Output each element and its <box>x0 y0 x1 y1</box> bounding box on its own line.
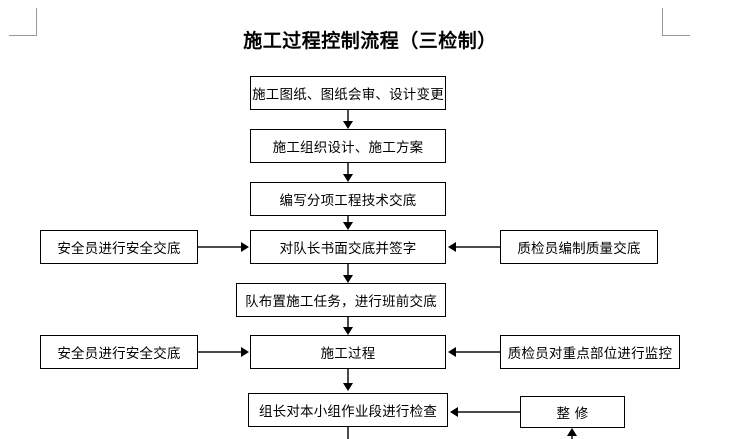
arrow-down-icon <box>343 174 353 182</box>
connector-rework-to-group-inspect <box>458 411 520 413</box>
flow-box-quality-brief[interactable]: 质检员编制质量交底 <box>500 230 658 264</box>
flow-box-group-inspect[interactable]: 组长对本小组作业段进行检查 <box>248 393 448 427</box>
arrow-down-icon <box>343 222 353 230</box>
flow-box-task-assign[interactable]: 队布置施工任务，进行班前交底 <box>236 283 446 317</box>
crop-mark-vertical-rule <box>662 8 663 36</box>
flow-box-safety-brief-1[interactable]: 安全员进行安全交底 <box>40 230 198 264</box>
flow-box-leader-sign[interactable]: 对队长书面交底并签字 <box>250 230 446 264</box>
arrow-left-icon <box>450 407 458 417</box>
crop-mark-top-left <box>9 8 43 36</box>
flow-box-safety-brief-2[interactable]: 安全员进行安全交底 <box>40 335 198 369</box>
connector-task-assign-to-construction <box>347 317 349 329</box>
arrow-up-icon <box>567 428 577 436</box>
connector-quality-monitor-to-construction <box>455 351 500 353</box>
arrow-right-icon <box>241 242 249 252</box>
crop-mark-horizontal-rule <box>662 35 690 36</box>
arrow-down-icon <box>343 327 353 335</box>
connector-quality-brief-to-leader-sign <box>455 246 500 248</box>
flow-box-quality-monitor[interactable]: 质检员对重点部位进行监控 <box>500 335 680 369</box>
crop-mark-vertical-rule <box>36 8 37 36</box>
flow-box-org-design[interactable]: 施工组织设计、施工方案 <box>250 129 446 163</box>
arrow-down-icon <box>343 383 353 391</box>
connector-group-inspect-downward <box>347 427 349 439</box>
flow-box-drawings[interactable]: 施工图纸、图纸会审、设计变更 <box>250 76 446 110</box>
page-title: 施工过程控制流程（三检制） <box>243 30 497 52</box>
connector-drawings-to-org-design <box>347 110 349 123</box>
connector-safety-brief-1-to-leader-sign <box>198 246 242 248</box>
crop-mark-horizontal-rule <box>9 35 37 36</box>
arrow-left-icon <box>448 347 456 357</box>
arrow-down-icon <box>343 121 353 129</box>
arrow-down-icon <box>343 275 353 283</box>
connector-tech-brief-to-leader-sign <box>347 216 349 224</box>
crop-mark-top-right <box>662 8 696 36</box>
connector-construction-to-group-inspect <box>347 369 349 385</box>
flow-box-construction[interactable]: 施工过程 <box>250 335 446 369</box>
arrow-right-icon <box>241 347 249 357</box>
flow-box-rework[interactable]: 整 修 <box>520 396 625 428</box>
connector-org-design-to-tech-brief <box>347 163 349 176</box>
connector-leader-sign-to-task-assign <box>347 264 349 277</box>
flow-box-tech-brief[interactable]: 编写分项工程技术交底 <box>250 182 446 216</box>
connector-safety-brief-2-to-construction <box>198 351 242 353</box>
arrow-left-icon <box>448 242 456 252</box>
